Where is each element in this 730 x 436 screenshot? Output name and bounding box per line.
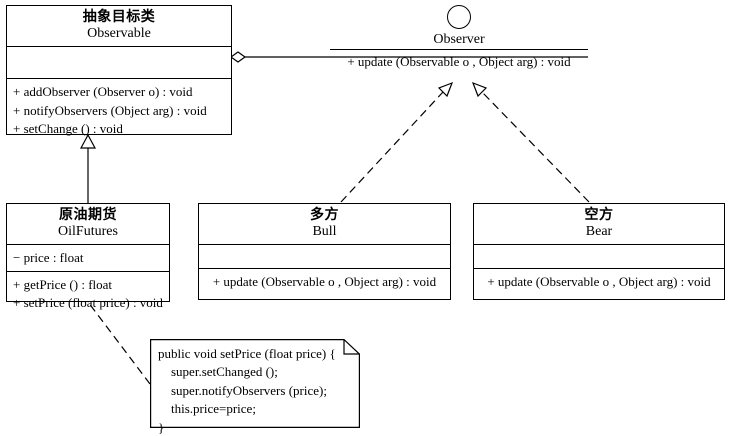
class-attributes-bull — [199, 244, 450, 268]
operation-item: + update (Observable o , Object arg) : v… — [487, 274, 711, 290]
class-name-en: Bull — [312, 223, 337, 239]
class-attributes-oilfutures: − price : float — [7, 244, 169, 270]
interface-observer[interactable]: Observer + update (Observable o , Object… — [330, 5, 588, 70]
class-title-bull: 多方 Bull — [199, 204, 450, 244]
class-operations-oilfutures: + getPrice () : float + setPrice (float … — [7, 270, 169, 316]
class-name-cn: 原油期货 — [59, 208, 117, 223]
class-operations-bear: + update (Observable o , Object arg) : v… — [474, 268, 724, 294]
note-shape — [150, 339, 360, 428]
class-operations-observable: + addObserver (Observer o) : void + noti… — [7, 78, 231, 141]
class-name-cn: 空方 — [584, 208, 614, 223]
class-box-bear[interactable]: 空方 Bear + update (Observable o , Object … — [473, 203, 725, 300]
class-name-cn: 多方 — [310, 208, 339, 223]
operation-item: + setChange () : void — [13, 121, 123, 137]
class-name-en: OilFutures — [58, 223, 118, 239]
edge-realization-bull-observer — [340, 81, 454, 203]
attribute-item: − price : float — [13, 250, 84, 266]
class-box-observable[interactable]: 抽象目标类 Observable + addObserver (Observer… — [6, 5, 232, 136]
class-title-oilfutures: 原油期货 OilFutures — [7, 204, 169, 244]
class-box-oilfutures[interactable]: 原油期货 OilFutures − price : float + getPri… — [6, 203, 170, 310]
class-attributes-bear — [474, 244, 724, 268]
class-operations-bull: + update (Observable o , Object arg) : v… — [199, 268, 450, 294]
class-box-bull[interactable]: 多方 Bull + update (Observable o , Object … — [198, 203, 451, 300]
operation-item: + notifyObservers (Object arg) : void — [13, 102, 207, 118]
operation-item: + getPrice () : float — [13, 276, 113, 292]
class-name-en: Bear — [585, 223, 613, 239]
note-setprice-code[interactable]: public void setPrice (float price) { sup… — [150, 339, 360, 435]
edge-generalization-oilfutures-observable — [79, 133, 97, 203]
class-name-cn: 抽象目标类 — [82, 10, 156, 25]
interface-circle-icon — [447, 5, 471, 29]
class-title-observable: 抽象目标类 Observable — [7, 6, 231, 46]
edge-realization-bear-observer — [471, 81, 590, 203]
operation-item: + addObserver (Observer o) : void — [13, 84, 193, 100]
note-code-text: public void setPrice (float price) { sup… — [158, 346, 336, 435]
class-title-bear: 空方 Bear — [474, 204, 724, 244]
operation-item: + update (Observable o , Object arg) : v… — [212, 274, 437, 290]
operation-item: + setPrice (float price) : void — [13, 295, 163, 311]
interface-name-observer: Observer — [433, 32, 485, 47]
class-attributes-observable — [7, 46, 231, 78]
class-name-en: Observable — [87, 25, 151, 41]
interface-operation-item: + update (Observable o , Object arg) : v… — [347, 54, 571, 70]
interface-name-divider — [330, 49, 588, 51]
